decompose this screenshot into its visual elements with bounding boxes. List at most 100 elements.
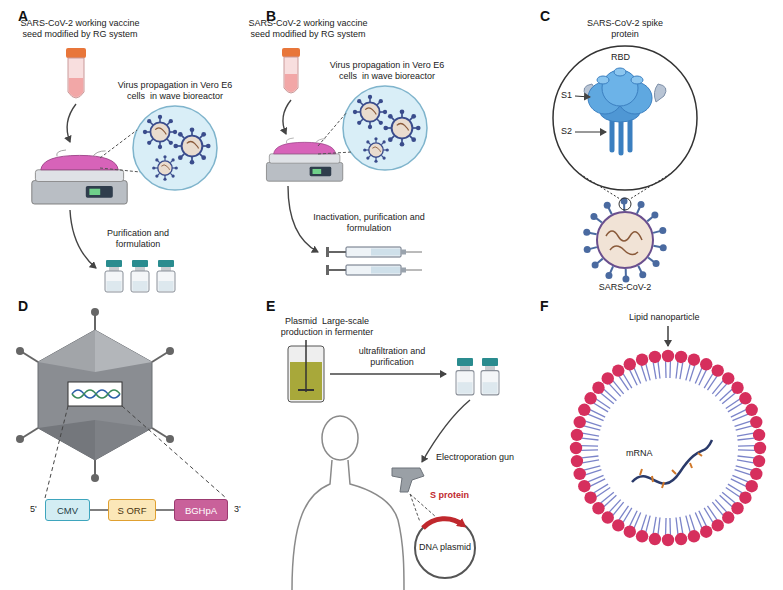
lipid-head [649, 533, 661, 545]
virion-spike-head [590, 213, 597, 220]
lipid-tail [704, 508, 713, 523]
wave-bioreactor [32, 150, 127, 204]
seed-tube [282, 48, 300, 93]
step-label: Plasmid Large-scale production in fermen… [272, 316, 382, 337]
lipid-tail [738, 445, 755, 447]
adenovirus-vector [16, 308, 174, 482]
lipid-tail [735, 470, 751, 475]
lipid-head [636, 354, 648, 366]
step-label: Purification and formulation [92, 228, 184, 249]
lipid-tail [581, 449, 598, 451]
lipid-tail [712, 381, 723, 394]
lipid-tail [728, 484, 743, 493]
lipid-head [739, 492, 751, 504]
virion-spike-head [660, 244, 667, 251]
lipid-tail [634, 368, 641, 384]
lipid-tail [613, 381, 624, 394]
lipid-tail [658, 362, 660, 379]
lipid-tail [690, 515, 695, 531]
polya-box: BGHpA [174, 499, 228, 521]
lipid-head [649, 351, 661, 363]
panel-letter: C [540, 8, 550, 25]
lipid-head [571, 429, 583, 441]
vaccine-vial [105, 260, 123, 292]
cassette-link [156, 509, 174, 511]
box-text: CMV [57, 505, 78, 516]
lipid-tail [665, 361, 667, 378]
lipid-head [753, 429, 765, 441]
orf-box: S ORF [108, 499, 156, 521]
domain-label: S1 [561, 90, 572, 101]
lipid-tail [582, 433, 599, 436]
device-label: Electroporation gun [436, 452, 514, 463]
zoom-circle [343, 86, 427, 170]
lipid-tail [630, 511, 637, 526]
lipid-tail [609, 384, 620, 397]
lipid-tail [581, 445, 598, 447]
lipid-tail [686, 364, 690, 380]
syringe [326, 247, 422, 257]
lipid-head [612, 519, 624, 531]
virus-particle [173, 127, 210, 164]
lipid-layer [570, 350, 766, 546]
plasmid-vial [456, 358, 474, 395]
zoom-line [318, 112, 347, 146]
lipid-head [750, 416, 762, 428]
flow-arrow [330, 373, 446, 374]
lipid-tail [665, 518, 667, 535]
flow-arrow [67, 104, 76, 142]
lipid-tail [735, 421, 751, 426]
electroporation-gun [392, 468, 424, 492]
lipid-tail [585, 421, 601, 426]
lipid-tail [738, 456, 755, 458]
virion-spike-head [659, 227, 666, 234]
virion-spike-head [604, 202, 611, 209]
lipid-tail [676, 362, 678, 379]
lipid-head [700, 525, 712, 537]
lipid-head [712, 519, 724, 531]
lipid-tail [601, 393, 614, 404]
zoom-line [122, 406, 226, 498]
lipid-head [578, 404, 590, 416]
lipid-head [662, 350, 674, 362]
lipid-tail [653, 362, 656, 379]
step-label: SARS-CoV-2 working vaccine seed modified… [20, 18, 140, 39]
lipid-tail [731, 479, 746, 486]
focus-circle [619, 198, 631, 210]
lipid-tail [722, 492, 735, 503]
lipid-head [636, 530, 648, 542]
sars-cov-2-virion [583, 198, 666, 283]
virus-particle [152, 155, 178, 181]
strand-end: 5' [30, 504, 37, 515]
lipid-tail [641, 365, 646, 381]
box-text: BGHpA [185, 505, 217, 516]
lipid-tail [596, 487, 610, 497]
lipid-head [750, 468, 762, 480]
lipid-tail [736, 426, 752, 430]
zoom-circle [553, 46, 697, 190]
lipid-tail [585, 470, 601, 475]
zoom-circle [133, 106, 217, 190]
domain-label: RBD [611, 52, 630, 63]
lipid-head [602, 511, 614, 523]
zoom-line [630, 174, 670, 199]
lipid-tail [699, 370, 706, 385]
lipid-tail [623, 508, 632, 523]
lipid-head [612, 364, 624, 376]
zoom-line [318, 152, 352, 154]
seed-tube [66, 48, 86, 98]
step-label: ultrafiltration and purification [336, 346, 448, 367]
virion-spike-head [638, 201, 645, 208]
lipid-tail [604, 389, 617, 400]
lipid-tail [596, 399, 610, 409]
virion-spike-head [592, 262, 599, 269]
lipid-tail [732, 414, 748, 421]
lipid-tail [726, 399, 740, 409]
lipid-head [571, 455, 583, 467]
flow-arrow [70, 210, 96, 268]
lipid-head [688, 530, 700, 542]
lipid-head [574, 416, 586, 428]
virus-label: SARS-CoV-2 [590, 282, 660, 293]
zoom-line [100, 168, 140, 172]
lipid-tail [601, 492, 614, 503]
